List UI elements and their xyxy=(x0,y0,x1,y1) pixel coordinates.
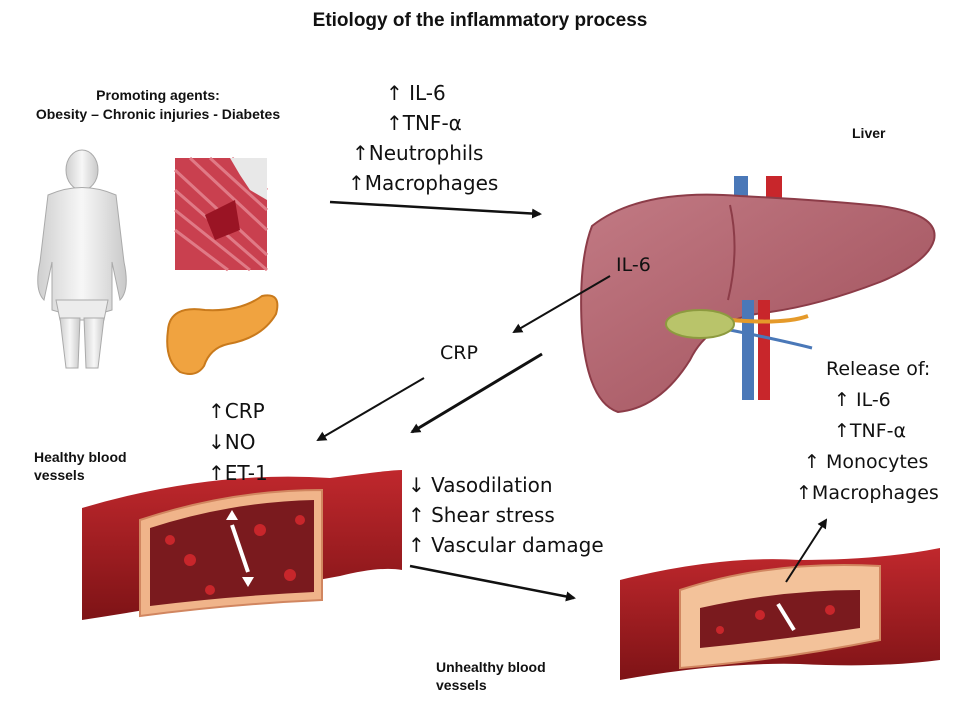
promoting-agents: Promoting agents: Obesity – Chronic inju… xyxy=(8,86,308,124)
arrow-crp-to-vessel xyxy=(316,377,425,442)
arrow-liver-to-vessel xyxy=(410,352,543,434)
top-changes-list: ↑ IL-6 ↑TNF-α ↑Neutrophils ↑Macrophages xyxy=(348,78,498,198)
top-change-tnf: ↑TNF-α xyxy=(386,111,462,135)
marker-et1: ↑ET-1 xyxy=(208,461,268,485)
unhealthy-vessel-icon xyxy=(620,548,940,680)
liver-il6-label: IL-6 xyxy=(616,254,651,276)
muscle-tissue-icon xyxy=(173,156,269,272)
arrow-vessel-to-release xyxy=(785,518,828,583)
release-macrophages: ↑Macrophages xyxy=(796,482,939,504)
release-list: Release of: ↑ IL-6 ↑TNF-α ↑ Monocytes ↑M… xyxy=(796,354,939,509)
marker-no: ↓NO xyxy=(208,430,256,454)
page-title: Etiology of the inflammatory process xyxy=(312,10,648,31)
vessel-markers-list: ↑CRP ↓NO ↑ET-1 xyxy=(208,396,268,489)
arrow-il6-to-crp xyxy=(512,275,611,334)
release-il6: ↑ IL-6 xyxy=(834,389,891,411)
top-change-neutrophils: ↑Neutrophils xyxy=(352,141,484,165)
release-heading: Release of: xyxy=(826,358,931,380)
release-tnf: ↑TNF-α xyxy=(834,420,907,442)
healthy-vessels-label: Healthy blood vessels xyxy=(34,449,127,483)
arrow-healthy-to-unhealthy xyxy=(409,564,576,602)
pancreas-icon xyxy=(166,294,279,375)
marker-crp: ↑CRP xyxy=(208,399,265,423)
liver-label: Liver xyxy=(852,125,886,141)
promoting-agents-list: Obesity – Chronic injuries - Diabetes xyxy=(35,106,281,122)
effect-shear-stress: ↑ Shear stress xyxy=(408,503,555,527)
effect-vasodilation: ↓ Vasodilation xyxy=(408,473,553,497)
unhealthy-vessels-label: Unhealthy blood vessels xyxy=(436,659,546,693)
effect-vascular-damage: ↑ Vascular damage xyxy=(408,533,604,557)
middle-effects-list: ↓ Vasodilation ↑ Shear stress ↑ Vascular… xyxy=(408,470,604,560)
top-change-macrophages: ↑Macrophages xyxy=(348,171,499,195)
arrow-agents-to-liver xyxy=(329,200,542,219)
human-figure-icon xyxy=(37,149,127,369)
liver-icon xyxy=(580,176,936,414)
promoting-agents-heading: Promoting agents: xyxy=(96,87,220,103)
release-monocytes: ↑ Monocytes xyxy=(804,451,929,473)
top-change-il6: ↑ IL-6 xyxy=(386,81,446,105)
healthy-vessel-icon xyxy=(82,470,402,620)
crp-label: CRP xyxy=(440,342,478,364)
